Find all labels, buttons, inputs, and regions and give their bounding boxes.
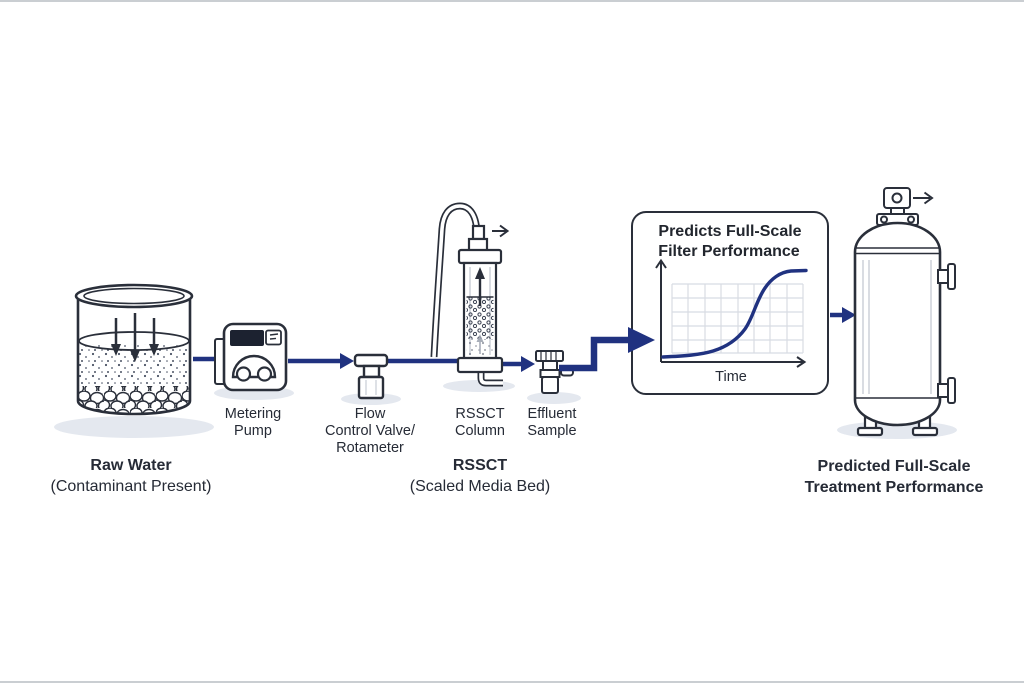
tank-side-nozzles xyxy=(937,263,956,404)
rssct-column-label-line2: Column xyxy=(455,423,505,439)
sample-body xyxy=(541,376,559,394)
chart-title-line1: Predicts Full-Scale xyxy=(658,223,801,240)
rssct-column-label-line1: RSSCT xyxy=(455,406,504,422)
flow-valve-label-line2: Control Valve/ xyxy=(325,423,416,439)
tank-outflow-arrow-icon xyxy=(913,191,934,205)
pump-roller-right xyxy=(256,366,273,382)
flow-valve-label-line3: Rotameter xyxy=(336,440,404,456)
raw-water-beaker-icon xyxy=(74,283,194,416)
tank-top-valve-icon xyxy=(876,187,919,226)
breakthrough-curve xyxy=(661,268,808,359)
metering-pump-label-line2: Pump xyxy=(234,423,272,439)
flow-valve-label-line1: Flow xyxy=(355,406,386,422)
rssct-unit-caption-line1: RSSCT xyxy=(453,457,507,474)
flow-control-valve-icon xyxy=(353,353,389,400)
column-bottom-flange xyxy=(456,356,504,374)
chart-axes xyxy=(655,258,807,368)
metering-pump-label-line1: Metering xyxy=(225,406,281,422)
chart-title-line2: Filter Performance xyxy=(658,243,799,260)
flow-line-sample-to-chart xyxy=(559,336,629,372)
column-top-flange xyxy=(457,248,503,265)
column-upflow-arrow-icon xyxy=(475,267,485,306)
flow-lines xyxy=(193,307,856,372)
tank-body xyxy=(853,221,942,427)
effluent-sample-label-line1: Effluent xyxy=(528,406,577,422)
effluent-sample-icon xyxy=(535,350,574,394)
chart-panel-frame xyxy=(631,211,829,395)
effluent-sample-label-line2: Sample xyxy=(527,423,576,439)
metering-pump-icon xyxy=(214,322,288,392)
sample-cap xyxy=(535,350,564,362)
media-pebbles-texture xyxy=(78,386,190,414)
flow-arrowhead-into-chart xyxy=(628,327,655,353)
pump-roller-left xyxy=(235,366,252,382)
raw-water-caption-line2: (Contaminant Present) xyxy=(51,478,212,495)
full-scale-caption-line2: Treatment Performance xyxy=(805,479,984,496)
x-axis-label: Time xyxy=(715,369,747,385)
media-upflow-arrow-icon xyxy=(476,334,484,354)
stage-labels: Metering Pump Flow Control Valve/ Rotame… xyxy=(51,406,984,496)
column-outflow-arrow-icon xyxy=(492,224,510,238)
influent-down-arrows-icon xyxy=(111,313,159,362)
full-scale-caption-line1: Predicted Full-Scale xyxy=(818,458,971,475)
rssct-column-icon xyxy=(430,202,510,387)
rssct-unit-caption-line2: (Scaled Media Bed) xyxy=(410,478,551,495)
prediction-chart-panel: Predicts Full-Scale Filter Performance T… xyxy=(631,211,829,395)
full-scale-tank-icon xyxy=(853,187,956,437)
raw-water-caption-line1: Raw Water xyxy=(90,457,171,474)
pump-display xyxy=(230,330,264,346)
